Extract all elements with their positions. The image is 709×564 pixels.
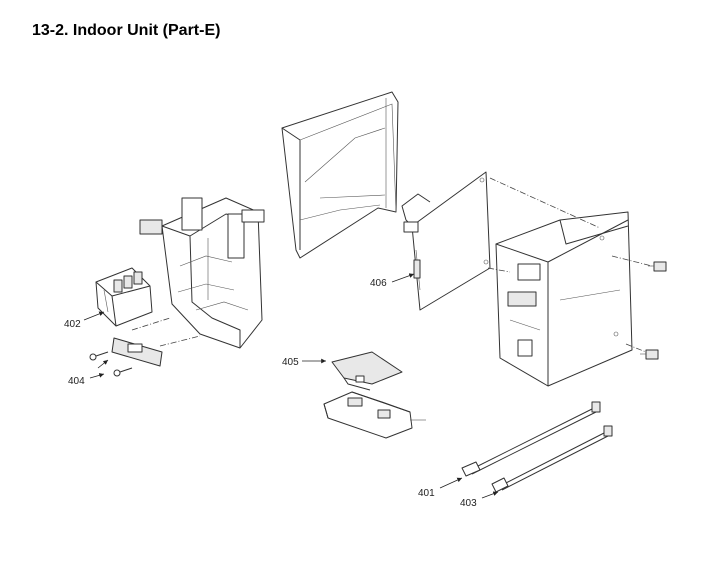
callout-406: 406 <box>370 278 387 289</box>
thermistor-sensor-403 <box>491 425 613 493</box>
screw-upper <box>89 351 109 361</box>
page-title: 13-2. Indoor Unit (Part-E) <box>32 22 221 39</box>
connector-lower <box>640 349 659 360</box>
screw-lower <box>113 367 133 377</box>
top-cover-plate <box>281 91 399 259</box>
callout-403: 403 <box>460 498 477 509</box>
connector-upper <box>648 261 667 272</box>
callout-402: 402 <box>64 319 81 330</box>
control-pcb <box>401 171 491 311</box>
callout-405: 405 <box>282 357 299 368</box>
control-box-casing <box>495 211 633 387</box>
display-cover <box>331 351 403 391</box>
display-receiver-unit <box>323 391 426 439</box>
callout-404: 404 <box>68 376 85 387</box>
terminal-cover-plate <box>111 337 163 367</box>
callout-arrows <box>83 273 499 499</box>
assembly-guide-lines <box>131 177 653 353</box>
terminal-block <box>95 267 153 327</box>
thermistor-sensor-401 <box>461 401 601 477</box>
electrical-part-frame <box>139 197 265 349</box>
callout-401: 401 <box>418 488 435 499</box>
